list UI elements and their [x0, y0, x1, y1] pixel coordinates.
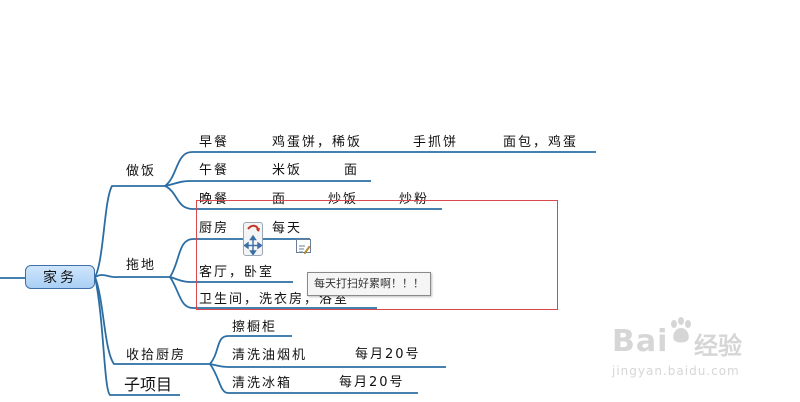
topic-kitchen-frequency[interactable]: 每天: [272, 221, 303, 236]
topic-lunch[interactable]: 午餐: [199, 163, 230, 178]
branch-mopping[interactable]: 拖地: [126, 258, 157, 273]
topic-hood[interactable]: 清洗油烟机: [232, 348, 308, 363]
topic-breakfast[interactable]: 早餐: [199, 135, 230, 150]
topic-living-bedroom[interactable]: 客厅，卧室: [199, 265, 275, 280]
root-topic[interactable]: 家务: [25, 265, 95, 289]
tooltip-text: 每天打扫好累啊！！！: [314, 277, 424, 290]
topic-kitchen-mop[interactable]: 厨房: [199, 221, 230, 236]
watermark-url: jingyan.baidu.com: [612, 364, 740, 378]
paw-icon: [671, 317, 691, 343]
connector-hood: [209, 363, 446, 368]
note-edit-icon: [299, 245, 311, 255]
topic-fridge-frequency[interactable]: 每月20号: [339, 375, 405, 390]
note-tooltip: 每天打扫好累啊！！！: [307, 272, 431, 296]
branch-kitchen-cleanup[interactable]: 收拾厨房: [126, 348, 187, 363]
connector-subtopic: [94, 276, 180, 396]
topic-hood-frequency[interactable]: 每月20号: [355, 347, 421, 362]
watermark-jingyan: 经验: [694, 332, 742, 360]
connector-kitchen-cleanup: [94, 276, 210, 365]
topic-dinner-item[interactable]: 面: [272, 192, 288, 207]
connector-mopping: [94, 274, 170, 278]
topic-cabinet[interactable]: 擦橱柜: [232, 320, 278, 335]
note-icon[interactable]: [296, 239, 311, 255]
connector-breakfast: [164, 151, 596, 187]
connector-living: [169, 276, 293, 283]
topic-lunch-item[interactable]: 米饭: [272, 163, 303, 178]
branch-cooking[interactable]: 做饭: [126, 164, 157, 179]
connector-fridge: [209, 363, 418, 394]
topic-dinner-item[interactable]: 炒饭: [328, 192, 359, 207]
connector-cooking: [94, 185, 165, 278]
move-handle[interactable]: [243, 222, 263, 256]
connector-bathroom: [169, 276, 377, 309]
topic-dinner-item[interactable]: 炒粉: [399, 192, 430, 207]
topic-breakfast-item[interactable]: 手抓饼: [413, 135, 459, 150]
topic-lunch-item[interactable]: 面: [344, 163, 360, 178]
root-topic-label: 家务: [43, 270, 77, 286]
connector-lunch: [164, 180, 371, 187]
topic-fridge[interactable]: 清洗冰箱: [232, 376, 293, 391]
connector-cabinet: [209, 335, 292, 365]
topic-breakfast-item[interactable]: 面包，鸡蛋: [503, 135, 579, 150]
topic-breakfast-item[interactable]: 鸡蛋饼，稀饭: [272, 135, 363, 150]
baidu-watermark: Bai 经验 jingyan.baidu.com: [612, 312, 792, 382]
watermark-brand: Bai: [612, 324, 669, 359]
branch-subtopic[interactable]: 子项目: [124, 375, 173, 394]
move-icon: [243, 224, 263, 256]
connector-dinner: [164, 185, 442, 210]
connector-kitchen-mop: [169, 238, 310, 278]
topic-dinner[interactable]: 晚餐: [199, 192, 230, 207]
